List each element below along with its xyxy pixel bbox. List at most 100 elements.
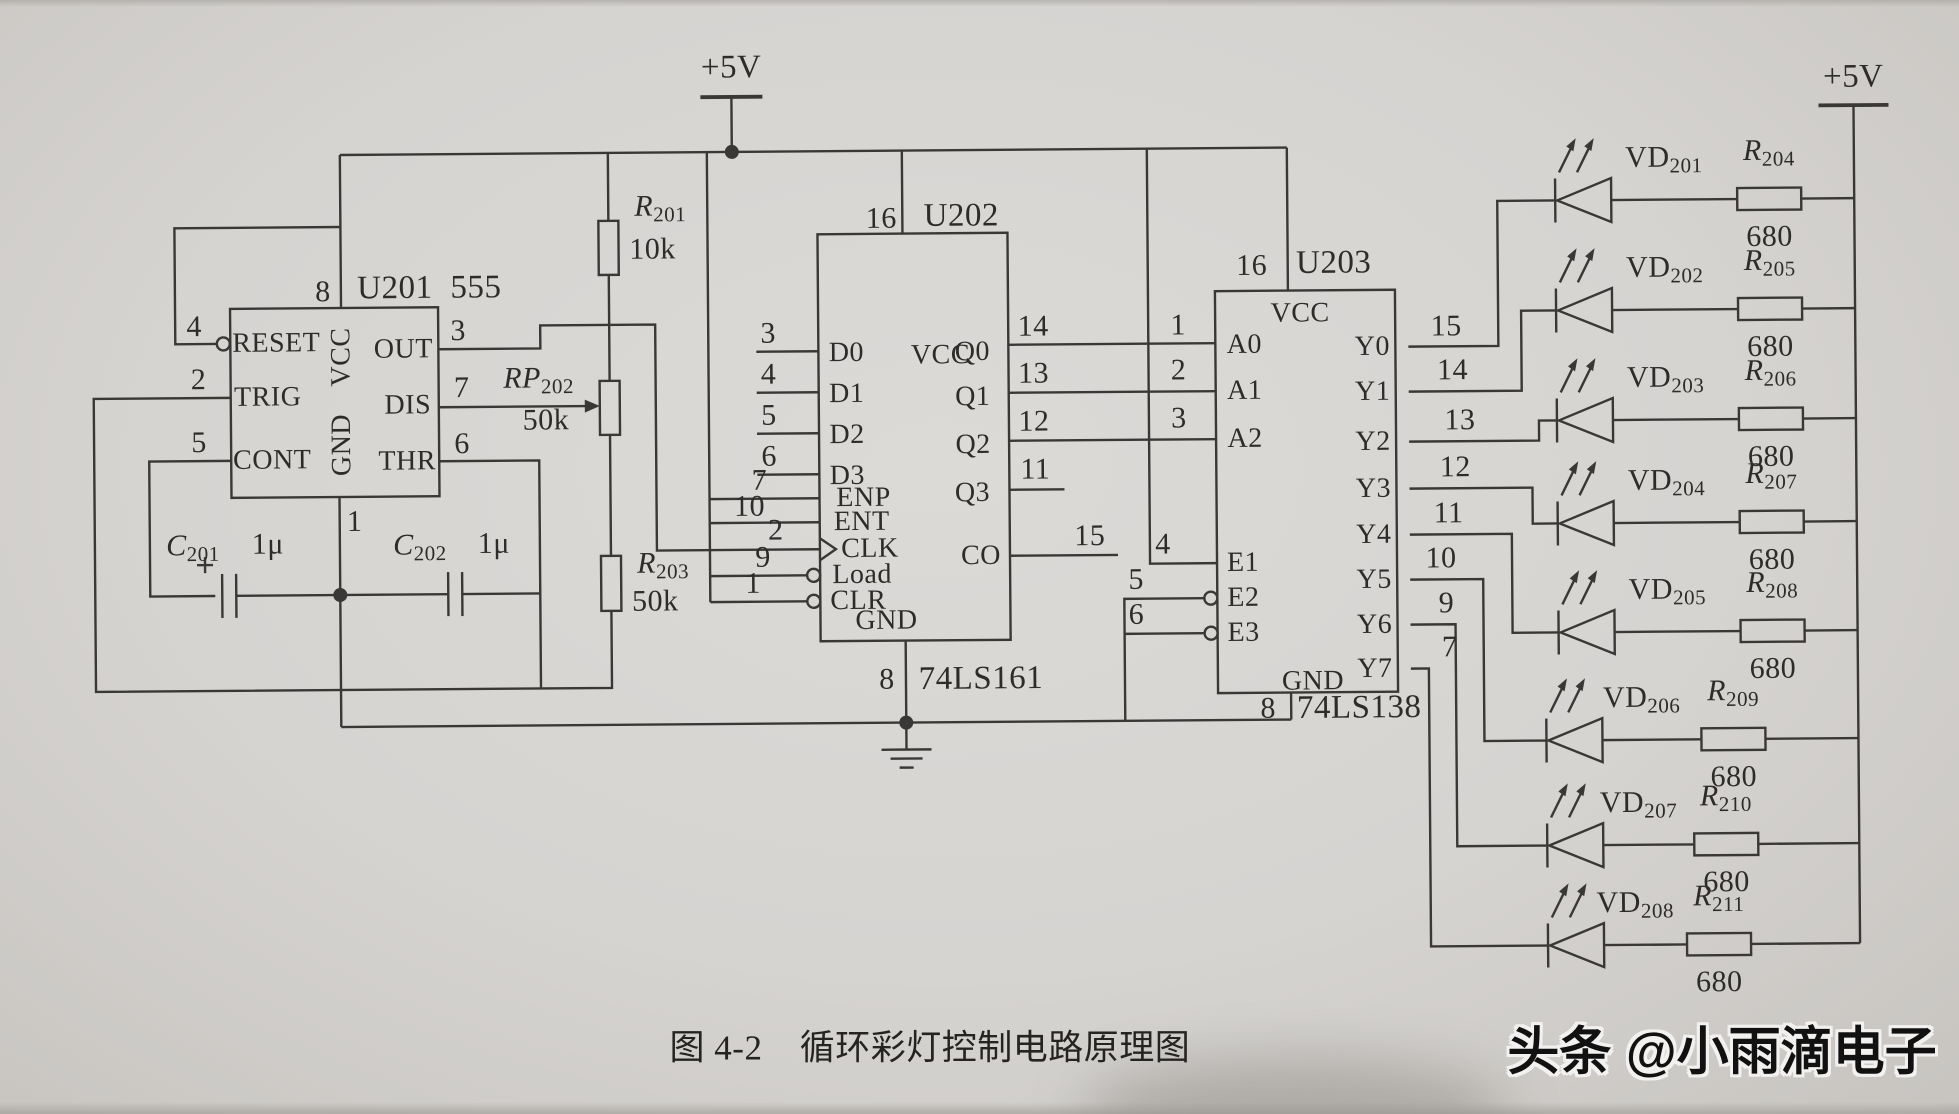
u202-q2-label: Q2 (955, 428, 991, 461)
led-to-resistor-wire (1612, 307, 1739, 312)
u202-pin16-number: 16 (865, 201, 897, 235)
led-to-resistor-wire (1614, 629, 1741, 634)
led-ref: VD204 (1627, 463, 1706, 501)
led-emission-arrow-head (1576, 783, 1586, 797)
u201-pin6-number: 6 (454, 426, 470, 461)
u201-pin1-number: 1 (346, 504, 363, 538)
led-emission-arrow (1576, 257, 1591, 283)
resistor-body (1700, 726, 1767, 752)
led-emission-arrow (1549, 687, 1564, 714)
u202-d1-label: D1 (828, 377, 865, 410)
resistor-body (1685, 931, 1753, 957)
resistor-body (1737, 406, 1805, 432)
u202-enp-wire (709, 497, 820, 501)
u201-cont-net (148, 459, 232, 598)
led-emission-arrow-head (1558, 783, 1568, 797)
u201-vcc-label: VCC (325, 327, 357, 387)
y-output-wire (1408, 199, 1556, 348)
c201-plates (220, 573, 238, 618)
watermark: 头条 @小雨滴电子 (1507, 1023, 1937, 1082)
u202-pin-q0-number: 14 (1017, 309, 1049, 343)
r-chain-stems (606, 152, 613, 556)
u203-pin16-stub (1285, 147, 1290, 291)
u203-pin-e2-number: 5 (1128, 562, 1145, 596)
u203-vcc-label: VCC (1270, 297, 1330, 329)
u203-pin-a2-number: 3 (1171, 401, 1187, 435)
resistor-ref: R211 (1693, 879, 1745, 917)
led-emission-arrow-head (1559, 883, 1569, 897)
led-triangle (1554, 286, 1614, 334)
u203-pin-e3-number: 6 (1128, 597, 1145, 631)
rp202-value: 50k (522, 403, 570, 437)
resistor-to-rail-wire (1765, 736, 1859, 741)
figure-title: 循环彩灯控制电路原理图 (799, 1028, 1191, 1068)
junction-dot (899, 715, 914, 730)
led-emission-arrow (1579, 579, 1594, 605)
u201-cont-label: CONT (232, 444, 312, 476)
u203-y0-label: Y0 (1354, 330, 1391, 363)
u203-y2-label: Y2 (1355, 425, 1391, 458)
u202-load-wire (710, 574, 808, 578)
c201-plus-sign (197, 557, 214, 574)
u203-a0-label: A0 (1226, 328, 1263, 361)
u203-pin-y6-number: 9 (1438, 586, 1455, 620)
u202-pin-d0-number: 3 (760, 316, 777, 350)
c202-value: 1μ (477, 526, 511, 560)
led-triangle (1546, 921, 1606, 969)
led-emission-arrow-head (1568, 461, 1579, 475)
u203-e3-label: E3 (1227, 616, 1260, 649)
led-emission-arrow-head (1585, 248, 1595, 262)
led-emission-arrow (1558, 257, 1573, 283)
u201-trig-label: TRIG (233, 381, 302, 413)
resistor-to-rail-wire (1758, 841, 1860, 846)
led-emission-arrow (1575, 147, 1590, 173)
led-triangle (1554, 176, 1613, 224)
rp202-body (598, 379, 622, 437)
u202-part: 74LS161 (918, 660, 1044, 697)
u202-pin-co-number: 15 (1074, 519, 1106, 553)
led-triangle (1545, 716, 1604, 764)
u203-e2-net (1123, 597, 1205, 721)
u201-pin7-number: 7 (453, 371, 470, 405)
u203-body (1213, 288, 1400, 695)
led-emission-arrow (1568, 892, 1583, 918)
u203-pin-y5-number: 10 (1425, 541, 1457, 575)
led-ref: VD202 (1625, 250, 1704, 288)
led-to-resistor-wire (1611, 197, 1738, 202)
r201-body (597, 219, 620, 277)
led-emission-arrow (1578, 470, 1593, 496)
led-to-resistor-wire (1603, 843, 1695, 847)
led-rows-group (1408, 138, 1861, 969)
led-ref: VD206 (1602, 680, 1681, 718)
u201-part: 555 (450, 269, 502, 306)
u202-clr-wire (710, 600, 808, 604)
dis-wiper-wire (438, 404, 587, 409)
q-to-a-wires (1008, 341, 1217, 442)
led-to-resistor-wire (1604, 943, 1688, 947)
u201-reset-label: RESET (232, 327, 321, 359)
y-output-wire (1409, 419, 1557, 443)
resistor-value: 680 (1695, 965, 1743, 999)
junction-dot (724, 144, 739, 159)
u201-thr-net (439, 459, 543, 689)
led-emission-arrow (1561, 579, 1576, 605)
junction-dot (333, 588, 348, 603)
resistor-ref: R204 (1742, 133, 1795, 171)
u202-d-stubs (756, 350, 820, 476)
u201-body (228, 306, 441, 500)
u203-pin-y4-number: 11 (1433, 496, 1464, 530)
r203-ref: R203 (636, 546, 690, 584)
led-emission-arrow-head (1584, 138, 1594, 152)
u203-pin-a0-number: 1 (1170, 308, 1187, 342)
u203-y4-label: Y4 (1356, 518, 1392, 551)
resistor-ref: R208 (1746, 565, 1799, 603)
u202-d0-label: D0 (828, 336, 865, 369)
vcc-left-label: +5V (700, 49, 762, 86)
vcc-right-bar (1818, 102, 1889, 108)
led-to-resistor-wire (1613, 520, 1740, 525)
u203-pin8-number: 8 (1260, 691, 1277, 725)
led-emission-arrow-head (1568, 358, 1578, 372)
r201-ref: R201 (634, 189, 687, 227)
u202-ref: U202 (923, 197, 1000, 234)
